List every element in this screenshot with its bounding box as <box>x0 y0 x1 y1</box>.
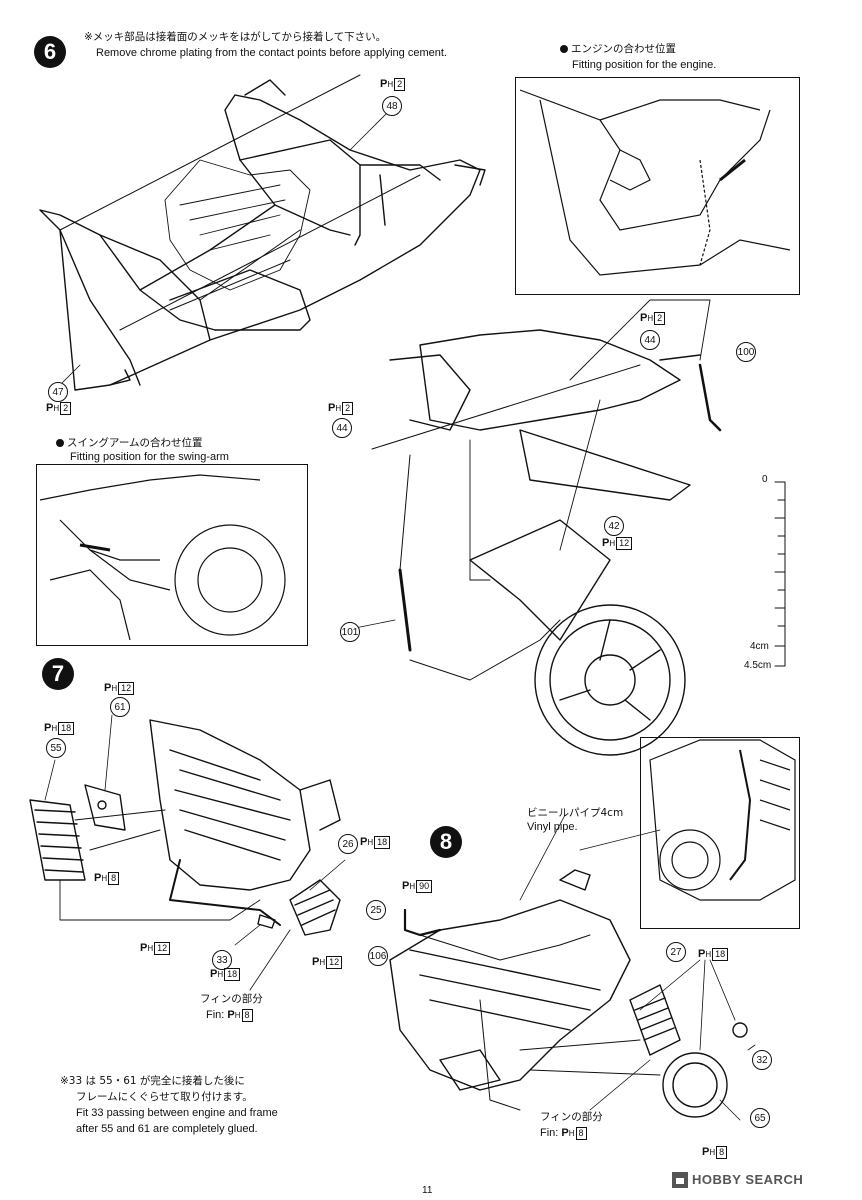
part-101-callout: 101 <box>340 622 360 642</box>
step8-fin-label-jp: フィンの部分 <box>540 1111 603 1123</box>
watermark-logo-icon <box>672 1172 688 1188</box>
swingarm-drawing <box>344 299 722 756</box>
part-61-callout: 61 <box>110 697 130 717</box>
part-26-callout: 26 <box>338 834 358 854</box>
chrome-note-en: Remove chrome plating from the contact p… <box>96 47 447 59</box>
part-27-callout: 27 <box>666 942 686 962</box>
vinyl-pipe-inset <box>640 737 800 929</box>
chrome-note-jp: ※メッキ部品は接着面のメッキをはがしてから接着して下さい。 <box>84 31 387 43</box>
engine-inset-art <box>519 89 791 276</box>
vinyl-inset-art <box>649 739 796 901</box>
step7-note-line2: フレームにくぐらせて取り付けます。 <box>76 1091 253 1103</box>
step7-note-line4: after 55 and 61 are completely glued. <box>76 1123 258 1135</box>
step8-drawing <box>389 814 756 1121</box>
swingarm-fitting-inset <box>36 464 308 646</box>
ruler-4cm-label: 4cm <box>750 641 769 652</box>
swingarm-fit-jp-text: スイングアームの合わせ位置 <box>67 437 203 449</box>
step-6-badge: 6 <box>34 36 66 68</box>
step8-fin-en-text: Fin: <box>540 1127 559 1139</box>
part-44-callout: 44 <box>332 418 352 438</box>
vinyl-pipe-label-en: Vinyl pipe. <box>527 821 578 833</box>
step7-note-line1: ※33 は 55・61 が完全に接着した後に <box>60 1075 245 1087</box>
part-33-callout: 33 <box>212 950 232 970</box>
step7-fin-en-text: Fin: <box>206 1009 225 1021</box>
step7-drawing <box>29 714 346 991</box>
part-32-callout: 32 <box>752 1050 772 1070</box>
engine-fitting-inset <box>515 77 800 295</box>
part-48-callout: 48 <box>382 96 402 116</box>
engine-fit-jp-text: エンジンの合わせ位置 <box>571 43 676 55</box>
swingarm-fit-label-en: Fitting position for the swing-arm <box>70 451 229 463</box>
bullet-icon <box>56 439 64 447</box>
part-65-callout: 65 <box>750 1108 770 1128</box>
swingarm-fit-label-jp: スイングアームの合わせ位置 <box>56 436 203 450</box>
measure-ruler <box>774 481 786 667</box>
bullet-icon <box>560 45 568 53</box>
engine-fit-label-jp: エンジンの合わせ位置 <box>560 42 676 56</box>
part-100-callout: 100 <box>736 342 756 362</box>
step-8-badge: 8 <box>430 826 462 858</box>
swingarm-inset-art <box>39 474 286 641</box>
part-47-callout: 47 <box>48 382 68 402</box>
engine-fit-label-en: Fitting position for the engine. <box>572 59 717 71</box>
part-44-callout: 44 <box>640 330 660 350</box>
part-106-callout: 106 <box>368 946 388 966</box>
step7-note-line3: Fit 33 passing between engine and frame <box>76 1107 278 1119</box>
ruler-zero-label: 0 <box>762 474 768 485</box>
step-7-badge: 7 <box>42 658 74 690</box>
part-42-callout: 42 <box>604 516 624 536</box>
frame-drawing <box>39 74 486 391</box>
step7-fin-label-jp: フィンの部分 <box>200 993 263 1005</box>
ruler-4-5cm-label: 4.5cm <box>744 660 772 671</box>
part-25-callout: 25 <box>366 900 386 920</box>
part-55-callout: 55 <box>46 738 66 758</box>
page-number: 11 <box>422 1185 433 1196</box>
watermark-text: HOBBY SEARCH <box>692 1172 804 1187</box>
vinyl-pipe-label-jp: ビニールパイプ4cm <box>527 807 624 819</box>
